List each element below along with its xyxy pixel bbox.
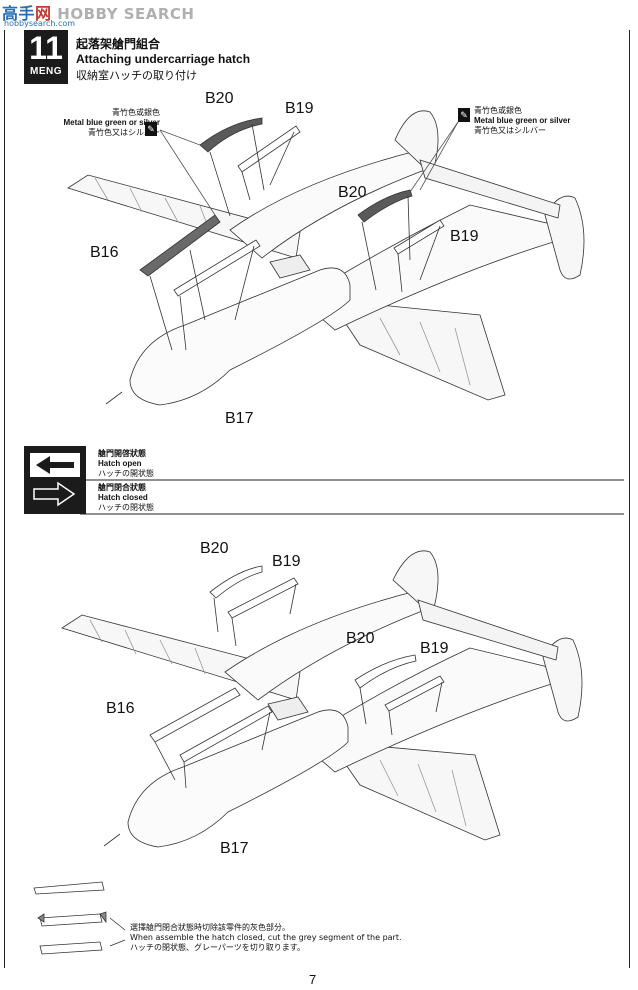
part-label-b20-left-closed: B20 bbox=[200, 540, 229, 557]
color-note-left: 青竹色或銀色 Metal blue green or silver 青竹色又はシ… bbox=[36, 108, 160, 138]
watermark-char-1: 高 bbox=[2, 4, 19, 23]
legend-open-en: Hatch open bbox=[98, 459, 142, 468]
cut-note: 選擇艙門閉合狀態時切除該零件的灰色部分。 When assemble the h… bbox=[130, 923, 510, 953]
part-label-b17-closed: B17 bbox=[220, 840, 249, 857]
legend-closed-zh: 艙門閉合狀態 bbox=[98, 483, 146, 492]
cut-part-illustrations bbox=[33, 881, 126, 955]
brand-logo: MENG bbox=[30, 66, 62, 77]
watermark-char-2: 手 bbox=[18, 4, 36, 23]
watermark-char-3: 网 bbox=[35, 4, 52, 23]
step-title-en: Attaching undercarriage hatch bbox=[76, 52, 251, 66]
part-label-b20-right: B20 bbox=[338, 184, 367, 201]
watermark-url: hobbysearch.com bbox=[4, 19, 76, 28]
step-title-zh: 起落架艙門組合 bbox=[76, 37, 161, 51]
cut-note-zh: 選擇艙門閉合狀態時切除該零件的灰色部分。 bbox=[130, 923, 290, 932]
part-label-b20-left: B20 bbox=[205, 90, 234, 107]
paint-brush-icon: ✎ bbox=[458, 108, 470, 122]
color-note-right-jp: 青竹色又はシルバー bbox=[474, 126, 546, 135]
legend-open-zh: 艙門開啓狀態 bbox=[98, 449, 146, 458]
color-note-left-jp: 青竹色又はシルバー bbox=[88, 128, 160, 137]
color-note-left-zh: 青竹色或銀色 bbox=[112, 108, 160, 117]
paint-brush-icon: ✎ bbox=[145, 122, 157, 136]
part-label-b19-left: B19 bbox=[285, 100, 314, 117]
part-label-b19-left-closed: B19 bbox=[272, 553, 301, 570]
aircraft-top-drawing bbox=[67, 110, 585, 406]
part-label-b19-right: B19 bbox=[450, 228, 479, 245]
cut-note-en: When assemble the hatch closed, cut the … bbox=[130, 933, 402, 942]
aircraft-bottom-drawing bbox=[61, 550, 583, 848]
page-frame bbox=[4, 30, 630, 968]
legend-closed: 艙門閉合狀態 Hatch closed ハッチの閉状態 bbox=[98, 482, 154, 513]
step-badge: 11 MENG bbox=[24, 30, 68, 84]
legend-closed-jp: ハッチの閉状態 bbox=[98, 503, 154, 512]
legend-closed-en: Hatch closed bbox=[98, 493, 148, 502]
part-label-b16-closed: B16 bbox=[106, 700, 135, 717]
legend-open-jp: ハッチの開状態 bbox=[98, 469, 154, 478]
watermark: 高手网 HOBBY SEARCH bbox=[2, 0, 195, 24]
color-note-right-en: Metal blue green or silver bbox=[474, 116, 571, 125]
step-number: 11 bbox=[29, 30, 63, 66]
watermark-text: HOBBY SEARCH bbox=[57, 5, 195, 23]
legend-open: 艙門開啓狀態 Hatch open ハッチの開状態 bbox=[98, 448, 154, 479]
part-label-b19-right-closed: B19 bbox=[420, 640, 449, 657]
part-label-b20-right-closed: B20 bbox=[346, 630, 375, 647]
page-number: 7 bbox=[309, 972, 317, 987]
color-note-right-zh: 青竹色或銀色 bbox=[474, 106, 522, 115]
part-label-b17: B17 bbox=[225, 410, 254, 427]
arrow-right-icon bbox=[33, 481, 76, 507]
cut-note-jp: ハッチの閉状態、グレーパーツを切り取ります。 bbox=[130, 943, 305, 952]
arrow-left-icon bbox=[30, 453, 80, 477]
part-label-b16: B16 bbox=[90, 244, 119, 261]
color-note-right: 青竹色或銀色 Metal blue green or silver 青竹色又はシ… bbox=[474, 106, 614, 136]
step-title-jp: 収納室ハッチの取り付け bbox=[76, 69, 197, 82]
color-note-left-en: Metal blue green or silver bbox=[63, 118, 160, 127]
